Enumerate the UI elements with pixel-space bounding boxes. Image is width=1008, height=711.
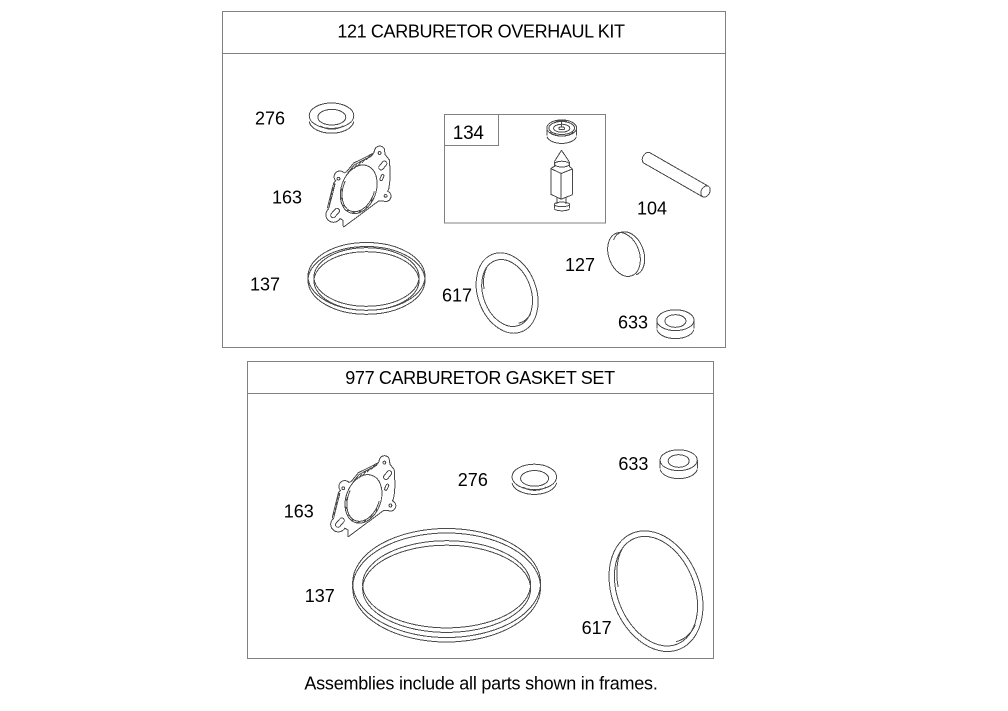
svg-text:617: 617 [442,286,472,306]
svg-text:163: 163 [284,502,314,522]
svg-text:137: 137 [305,586,335,606]
svg-text:163: 163 [272,188,302,208]
svg-text:276: 276 [255,109,285,129]
svg-text:276: 276 [458,470,488,490]
svg-text:121 CARBURETOR OVERHAUL KIT: 121 CARBURETOR OVERHAUL KIT [337,22,625,42]
svg-text:617: 617 [582,618,612,638]
svg-text:633: 633 [618,312,648,332]
svg-text:977 CARBURETOR GASKET SET: 977 CARBURETOR GASKET SET [345,368,615,388]
svg-text:134: 134 [453,123,485,144]
svg-text:104: 104 [637,199,667,219]
svg-text:127: 127 [565,255,595,275]
svg-text:Assemblies include all parts s: Assemblies include all parts shown in fr… [304,674,657,694]
svg-text:633: 633 [618,454,648,474]
svg-text:137: 137 [250,274,280,294]
